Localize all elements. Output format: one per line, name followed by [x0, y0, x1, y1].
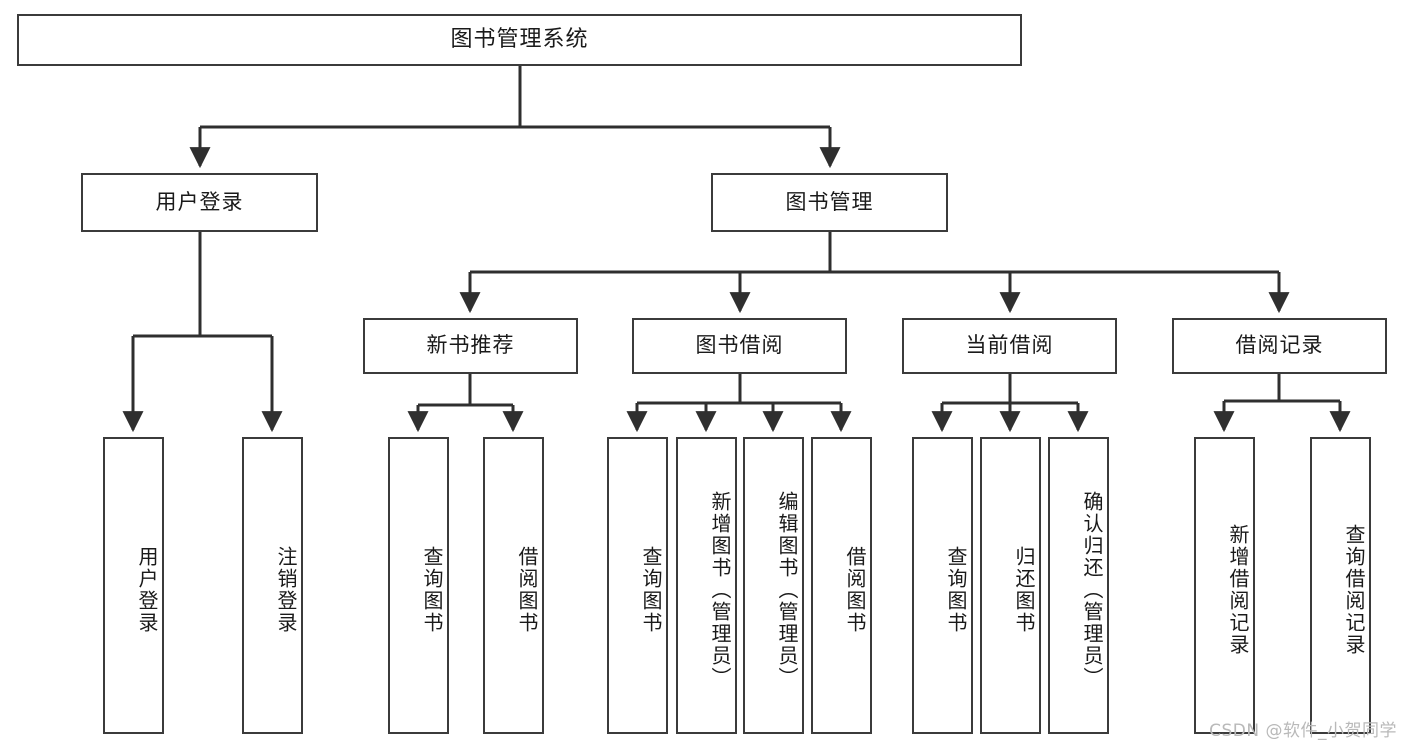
leaf-borrow-record-query-record[interactable]: 查询借阅记录: [1310, 437, 1371, 734]
leaf-user-login-login[interactable]: 用户登录: [103, 437, 164, 734]
node-label: 当前借阅: [965, 333, 1054, 358]
leaf-current-borrow-confirm-return-admin[interactable]: 确认归还（管理员）: [1048, 437, 1109, 734]
leaf-current-borrow-return-books[interactable]: 归还图书: [980, 437, 1041, 734]
node-root-library-management-system[interactable]: 图书管理系统: [17, 14, 1022, 66]
node-book-management[interactable]: 图书管理: [711, 173, 948, 232]
node-label: 编辑图书（管理员）: [775, 490, 799, 689]
node-book-borrowing[interactable]: 图书借阅: [632, 318, 847, 374]
node-label: 图书借阅: [695, 333, 784, 358]
node-label: 新书推荐: [426, 333, 515, 358]
leaf-book-borrow-query-books[interactable]: 查询图书: [607, 437, 668, 734]
node-label: 查询图书: [639, 545, 663, 634]
leaf-new-book-query-books[interactable]: 查询图书: [388, 437, 449, 734]
node-borrowing-record[interactable]: 借阅记录: [1172, 318, 1387, 374]
leaf-new-book-borrow-books[interactable]: 借阅图书: [483, 437, 544, 734]
leaf-book-borrow-borrow-books[interactable]: 借阅图书: [811, 437, 872, 734]
node-label: 借阅记录: [1235, 333, 1324, 358]
node-user-login[interactable]: 用户登录: [81, 173, 318, 232]
leaf-borrow-record-add-record[interactable]: 新增借阅记录: [1194, 437, 1255, 734]
node-label: 确认归还（管理员）: [1080, 490, 1104, 689]
node-label: 查询借阅记录: [1342, 523, 1366, 656]
node-label: 新增图书（管理员）: [708, 490, 732, 689]
node-new-book-recommendation[interactable]: 新书推荐: [363, 318, 578, 374]
node-label: 归还图书: [1012, 545, 1036, 634]
node-label: 借阅图书: [843, 545, 867, 634]
leaf-current-borrow-query-books[interactable]: 查询图书: [912, 437, 973, 734]
node-current-borrowing[interactable]: 当前借阅: [902, 318, 1117, 374]
leaf-book-borrow-add-book-admin[interactable]: 新增图书（管理员）: [676, 437, 737, 734]
node-label: 用户登录: [155, 189, 244, 214]
csdn-watermark: CSDN @软件_小贺同学: [1209, 721, 1397, 741]
leaf-user-login-logout[interactable]: 注销登录: [242, 437, 303, 734]
node-label: 查询图书: [420, 545, 444, 634]
node-label: 图书管理: [785, 189, 874, 214]
node-label: 注销登录: [274, 545, 298, 634]
leaf-book-borrow-edit-book-admin[interactable]: 编辑图书（管理员）: [743, 437, 804, 734]
node-label: 借阅图书: [515, 545, 539, 634]
node-label: 用户登录: [135, 545, 159, 634]
node-label: 查询图书: [944, 545, 968, 634]
node-label: 图书管理系统: [450, 26, 589, 52]
node-label: 新增借阅记录: [1226, 523, 1250, 656]
